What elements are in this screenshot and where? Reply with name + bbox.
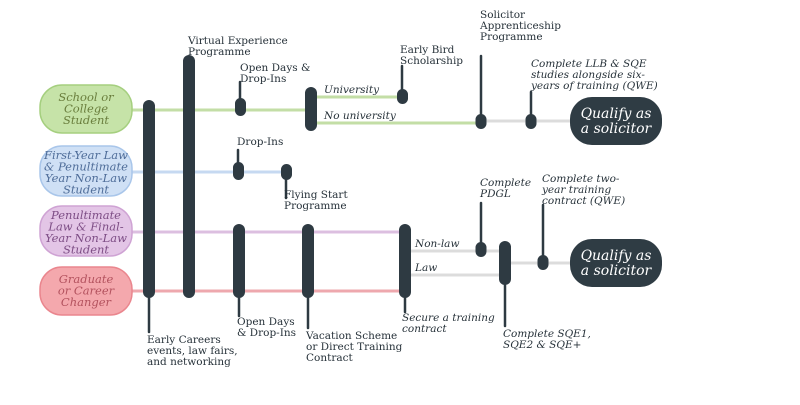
label-open-days-bottom: Open Days& Drop-Ins <box>237 316 296 339</box>
bar-early-careers <box>143 100 155 298</box>
pin-complete-llb <box>525 114 537 129</box>
bar-secure-training <box>399 224 411 298</box>
bar-open-days-top <box>235 98 246 116</box>
label-complete-sqe: Complete SQE1,SQE2 & SQE+ <box>503 328 591 351</box>
label-open-days-top: Open Days &Drop-Ins <box>240 62 310 85</box>
label-law: Law <box>414 262 437 274</box>
pin-solicitor-apprenticeship <box>475 114 487 129</box>
pin-complete-pdgl <box>475 242 487 257</box>
pin-early-bird <box>397 89 408 104</box>
bar-open-days-bottom <box>233 224 245 298</box>
pin-complete-two-year <box>537 255 549 270</box>
label-university: University <box>324 84 380 96</box>
bar-flying-start <box>281 164 292 180</box>
label-non-law: Non-law <box>414 238 459 250</box>
label-drop-ins: Drop-Ins <box>237 136 283 148</box>
bar-university-junction <box>305 87 317 131</box>
label-no-university: No university <box>323 110 397 122</box>
bar-vacation-scheme <box>302 224 314 298</box>
bar-drop-ins <box>233 162 244 180</box>
bar-complete-sqe <box>499 241 511 285</box>
bar-virtual-experience <box>183 55 195 298</box>
